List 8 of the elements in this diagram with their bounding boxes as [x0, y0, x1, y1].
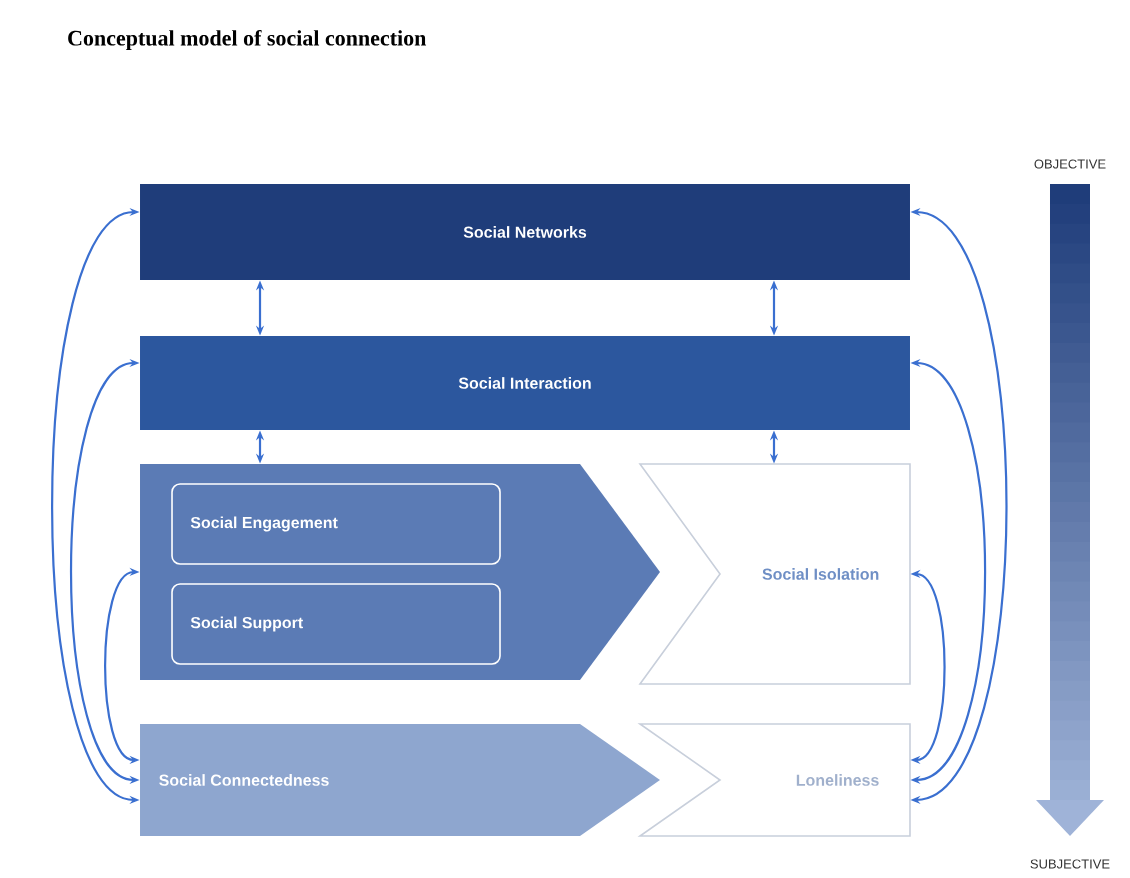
chevron-shape [140, 464, 660, 680]
process-box: Social Networks [140, 184, 910, 280]
rounded-box: Social Engagement [171, 483, 501, 565]
title: Conceptual model of social connection [68, 29, 427, 51]
notched-box: Loneliness [637, 723, 911, 837]
rounded-box: Social Support [171, 583, 501, 665]
process-box: Social Interaction [140, 336, 910, 430]
notched-box: Social Isolation [638, 463, 911, 685]
